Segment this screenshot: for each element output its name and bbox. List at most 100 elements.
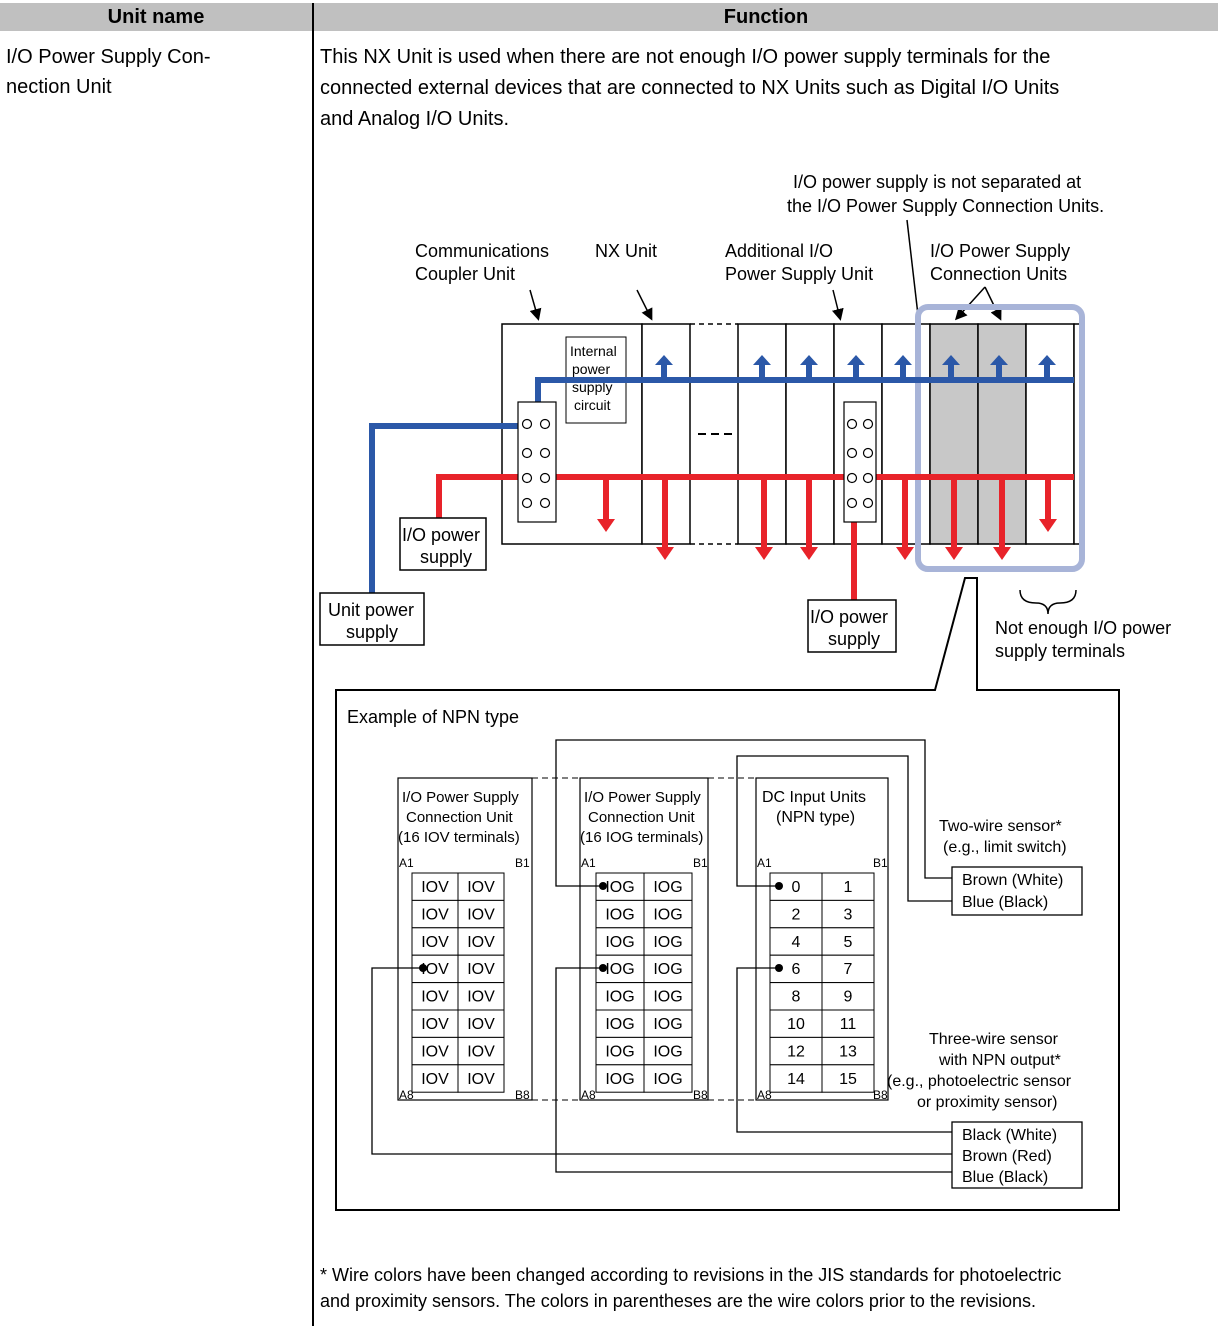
iog-terminal-label: IOG (605, 989, 634, 1006)
io-power-left-1: I/O power (402, 525, 480, 545)
iog-terminal-label: IOG (653, 1016, 682, 1033)
blockB-a8: A8 (581, 1088, 596, 1102)
blockA-a1: A1 (399, 856, 414, 870)
input-terminal-label: 7 (844, 961, 853, 978)
iov-terminal-label: IOV (421, 961, 449, 978)
iog-terminal-label: IOG (605, 1016, 634, 1033)
iov-terminal-cell (411, 1036, 459, 1066)
iov-terminal-label: IOV (467, 879, 495, 896)
example-title: Example of NPN type (347, 707, 519, 727)
input-terminal-label: 1 (844, 879, 853, 896)
input-terminal-label: 0 (792, 879, 801, 896)
iov-terminal-label: IOV (467, 989, 495, 1006)
iog-terminal-cell (595, 982, 645, 1011)
input-terminal-cell (821, 1064, 875, 1093)
iov-terminal-cell (457, 872, 505, 901)
iog-terminal-cell (643, 1009, 693, 1038)
three-wire-black: Black (White) (962, 1127, 1057, 1144)
three-wire-blue: Blue (Black) (962, 1169, 1048, 1186)
io-power-left-2: supply (420, 547, 472, 567)
two-wire-2: (e.g., limit switch) (943, 839, 1067, 856)
label-conn-units-2: Connection Units (930, 264, 1067, 284)
input-terminal-label: 6 (792, 961, 801, 978)
highlight-frame (915, 304, 1085, 572)
iog-terminal-label: IOG (653, 961, 682, 978)
input-terminal-label: 3 (844, 906, 853, 923)
iov-terminal-cell (457, 927, 505, 956)
sensor-wires (371, 739, 952, 1173)
iog-terminal-label: IOG (653, 934, 682, 951)
iog-terminal-label: IOG (605, 1043, 634, 1060)
io-power-right-2: supply (828, 629, 880, 649)
two-wire-brown: Brown (White) (962, 872, 1063, 889)
iov-terminal-cell (457, 982, 505, 1011)
unit-power-bus (369, 377, 1074, 603)
label-comm-coupler-2: Coupler Unit (415, 264, 515, 284)
iov-terminal-label: IOV (421, 1016, 449, 1033)
iog-terminal-cell (595, 1036, 645, 1066)
internal-1: Internal (570, 343, 617, 359)
blockB-3: (16 IOG terminals) (580, 829, 703, 846)
three-wire-2: with NPN output* (938, 1052, 1061, 1069)
two-wire-blue: Blue (Black) (962, 894, 1048, 911)
blockA-3: (16 IOV terminals) (398, 829, 520, 846)
input-terminal-cell (821, 927, 875, 956)
input-terminal-label: 13 (839, 1043, 857, 1060)
table-divider (312, 3, 314, 1326)
note-not-separated-2: the I/O Power Supply Connection Units. (787, 196, 1104, 216)
iog-terminal-label: IOG (653, 906, 682, 923)
iov-terminal-label: IOV (467, 1071, 495, 1088)
blockC-b8: B8 (873, 1088, 888, 1102)
footnote-line2: and proximity sensors. The colors in par… (320, 1291, 1036, 1311)
iog-terminal-cell (595, 1009, 645, 1038)
three-wire-1: Three-wire sensor (929, 1031, 1059, 1048)
iov-terminal-label: IOV (467, 961, 495, 978)
not-enough-2: supply terminals (995, 641, 1125, 661)
iog-terminal-cell (643, 872, 693, 901)
header-unit-name: Unit name (0, 3, 312, 31)
input-terminal-label: 15 (839, 1071, 857, 1088)
iog-terminal-label: IOG (605, 934, 634, 951)
iog-terminal-label: IOG (653, 879, 682, 896)
internal-4: circuit (574, 397, 611, 413)
unit-power-1: Unit power (328, 600, 414, 620)
iog-terminal-label: IOG (605, 961, 634, 978)
three-wire-brown: Brown (Red) (962, 1148, 1052, 1165)
iov-terminal-label: IOV (421, 934, 449, 951)
iog-terminal-cell (643, 899, 693, 929)
label-nx-unit: NX Unit (595, 241, 657, 261)
blockC-2: (NPN type) (776, 809, 855, 826)
three-wire-3: (e.g., photoelectric sensor (887, 1073, 1072, 1090)
iov-terminal-cell (411, 1009, 459, 1038)
blockA-1: I/O Power Supply (402, 789, 519, 806)
label-additional-1: Additional I/O (725, 241, 833, 261)
input-terminal-label: 9 (844, 989, 853, 1006)
iov-terminal-label: IOV (421, 989, 449, 1006)
iov-terminal-label: IOV (467, 1016, 495, 1033)
iov-terminal-label: IOV (467, 906, 495, 923)
iov-terminal-label: IOV (421, 1071, 449, 1088)
iog-terminal-label: IOG (605, 906, 634, 923)
input-terminal-cell (821, 954, 875, 984)
blockB-b1: B1 (693, 856, 708, 870)
unit-power-arrows (655, 355, 1056, 380)
iov-terminal-label: IOV (467, 1043, 495, 1060)
blockC-1: DC Input Units (762, 789, 866, 806)
description-line3: and Analog I/O Units. (320, 108, 510, 130)
blockB-a1: A1 (581, 856, 596, 870)
input-terminal-cell (821, 872, 875, 901)
input-terminal-label: 5 (844, 934, 853, 951)
input-terminal-label: 10 (787, 1016, 805, 1033)
iog-terminal-cell (643, 927, 693, 956)
input-terminal-cell (821, 1009, 875, 1038)
iog-terminal-label: IOG (653, 1071, 682, 1088)
footnote-line1: * Wire colors have been changed accordin… (320, 1265, 1062, 1285)
blockB-2: Connection Unit (588, 809, 696, 826)
iog-terminal-label: IOG (605, 1071, 634, 1088)
input-terminal-label: 12 (787, 1043, 805, 1060)
not-enough-1: Not enough I/O power (995, 618, 1171, 638)
input-terminal-cell (821, 982, 875, 1011)
iov-terminal-cell (411, 927, 459, 956)
